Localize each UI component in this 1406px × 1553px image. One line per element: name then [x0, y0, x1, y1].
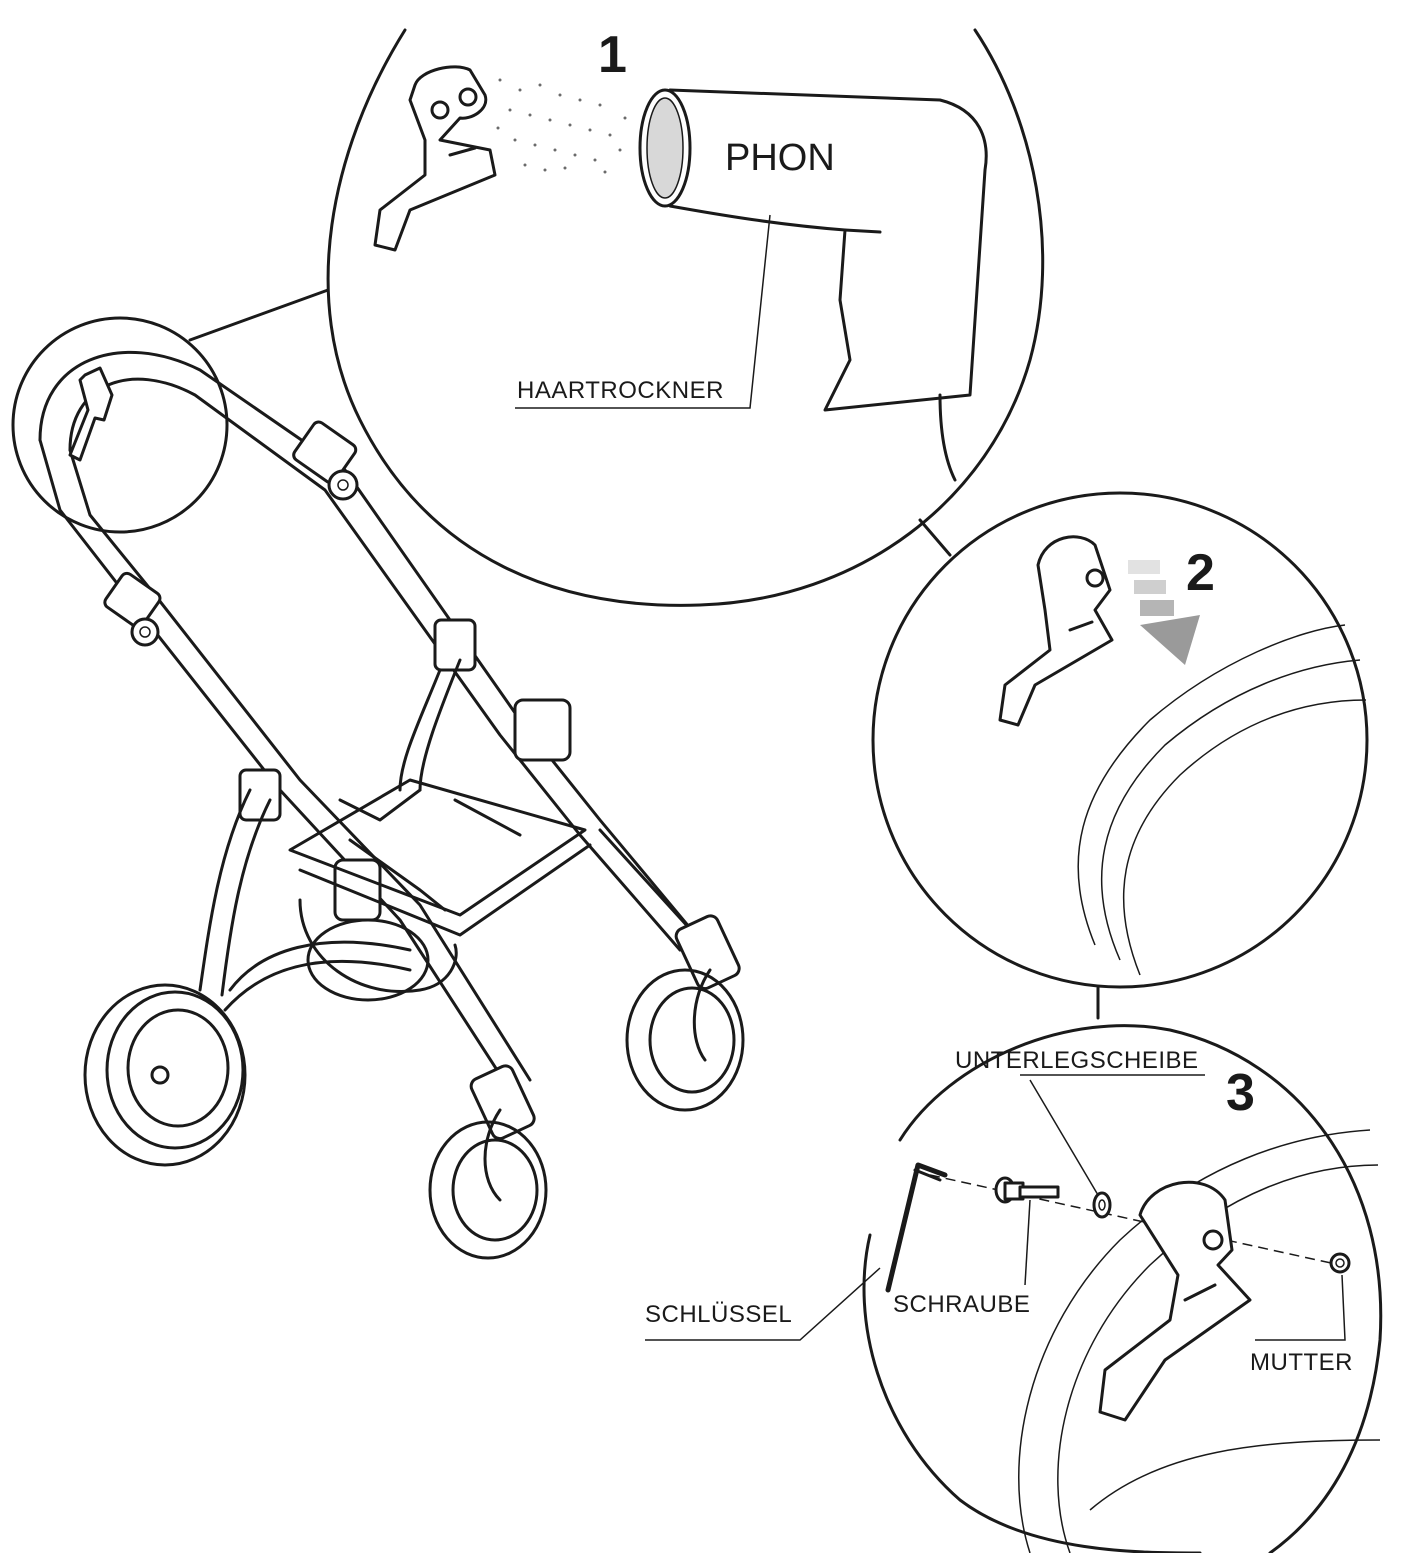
- washer: [1092, 1191, 1112, 1219]
- brake-lever: [1098, 1180, 1252, 1422]
- hair-dryer: PHON: [638, 88, 988, 482]
- key-label: SCHLÜSSEL: [645, 1301, 792, 1328]
- brake-lever: [373, 65, 497, 252]
- brake-lever: [998, 535, 1114, 727]
- front-wheel-right: [306, 918, 745, 1112]
- step-3-detail: 3: [645, 1024, 1383, 1553]
- warm-air-particles: [496, 78, 627, 174]
- step-2-detail: 2: [871, 491, 1369, 989]
- step-1-number: 1: [598, 26, 627, 84]
- rear-wheel: [83, 983, 247, 1167]
- haartrockner-leader: [515, 214, 771, 409]
- step-3-number: 3: [1226, 1064, 1255, 1122]
- washer-label: UNTERLEGSCHEIBE: [955, 1047, 1199, 1074]
- screw-label: SCHRAUBE: [893, 1291, 1030, 1318]
- frame-joint: [103, 420, 572, 922]
- step-2-number: 2: [1186, 544, 1215, 602]
- front-wheel-left: [428, 968, 712, 1260]
- nut-label: MUTTER: [1250, 1349, 1353, 1376]
- push-down-arrow: [1128, 560, 1200, 665]
- dryer-brand-text: PHON: [725, 137, 835, 179]
- detail-circle-small: [11, 316, 229, 534]
- nut: [1329, 1252, 1351, 1274]
- screw: [994, 1176, 1060, 1204]
- haartrockner-label: HAARTROCKNER: [517, 377, 724, 404]
- step-1-detail: 1 PHON HAARTR: [326, 26, 1045, 607]
- detail-connectors: [188, 288, 1100, 1020]
- screw-leader: [1024, 1199, 1031, 1286]
- nut-leader: [1255, 1274, 1346, 1341]
- stroller-frame: [38, 350, 741, 1141]
- key-leader: [645, 1267, 881, 1341]
- allen-key: [885, 1162, 948, 1293]
